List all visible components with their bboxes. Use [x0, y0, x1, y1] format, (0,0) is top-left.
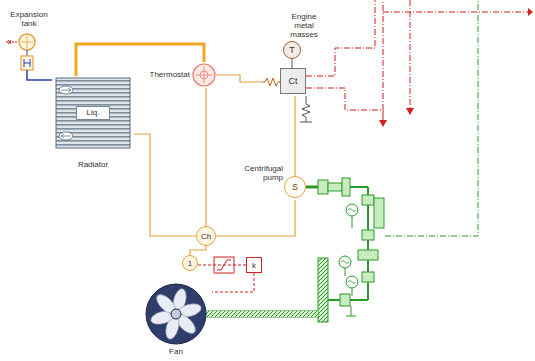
- pump-circle: S: [284, 176, 306, 198]
- tank-node: Expansion tank: [4, 10, 54, 76]
- pipe-connector: [212, 273, 254, 292]
- pipe-connector: [198, 265, 246, 266]
- pipe-connector: [134, 134, 196, 236]
- callout-number: 1: [183, 256, 197, 270]
- radiator-node: Radiator Liq.: [52, 76, 134, 172]
- component-label: Radiator: [52, 160, 134, 169]
- junction-circle: Ch: [196, 226, 216, 246]
- sensor-letter: T: [284, 42, 300, 58]
- junction-letters: Ch: [197, 227, 215, 245]
- thermal-spring: [262, 59, 312, 122]
- signal-lines: [306, 0, 528, 110]
- radiator-core: [56, 78, 130, 148]
- pipe-connector: [205, 88, 206, 226]
- component-label: Centrifugal pump: [236, 164, 283, 182]
- pipe-connector: [190, 246, 206, 255]
- signal-arrows: [379, 8, 533, 127]
- fan-node: Fan: [140, 282, 212, 358]
- source-circle: 1: [182, 255, 198, 271]
- gear-train: [206, 178, 384, 322]
- fluid-tag: Liq.: [76, 106, 110, 120]
- expansion-tank: [6, 34, 35, 76]
- component-label: Expansion tank: [4, 10, 54, 28]
- mass-box: Ct: [280, 68, 306, 94]
- component-label: Engine metal masses: [284, 12, 324, 39]
- thermostat-symbol: [193, 64, 215, 86]
- thermostat-node: Thermostat: [140, 62, 216, 88]
- pipe-connector: [216, 75, 262, 82]
- signal-line: [383, 110, 384, 122]
- pump-node: Centrifugal pumpS: [236, 160, 308, 200]
- sensor-circle: T: [283, 41, 301, 59]
- fan-wheel: [146, 284, 206, 344]
- mechanical-signal: [385, 0, 478, 236]
- component-label: Thermostat: [140, 70, 190, 79]
- pipe: [294, 160, 295, 176]
- pipe-connector: [27, 76, 52, 80]
- component-label: Fan: [140, 347, 212, 356]
- pipe-connector: [294, 96, 295, 160]
- gain-box: k: [246, 257, 262, 273]
- gain-letter: k: [247, 258, 261, 272]
- pipe-connector: [216, 200, 295, 236]
